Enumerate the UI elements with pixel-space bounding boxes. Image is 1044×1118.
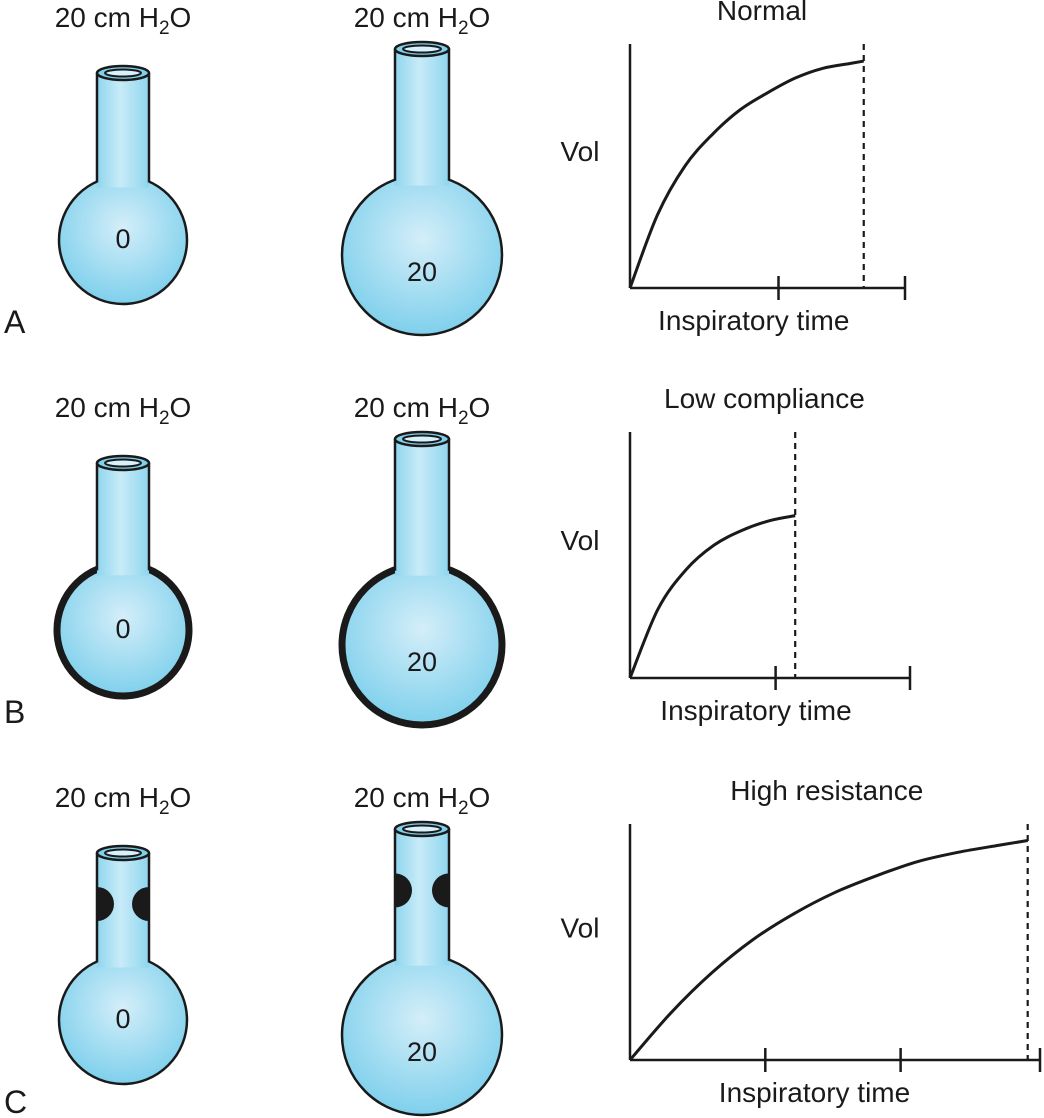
alveolus-before: 0 bbox=[57, 64, 189, 306]
pressure-prefix: 20 cm H bbox=[354, 782, 458, 813]
pressure-prefix: 20 cm H bbox=[354, 2, 458, 33]
pressure-suffix: O bbox=[469, 392, 491, 423]
chart-title: Low compliance bbox=[664, 383, 865, 414]
chart-title: Normal bbox=[717, 0, 807, 26]
volume-curve bbox=[628, 59, 865, 289]
balloon-value: 0 bbox=[115, 614, 130, 644]
balloon-value: 0 bbox=[115, 224, 130, 254]
pressure-label-before: 20 cm H2O bbox=[55, 392, 192, 429]
alveolus-after: 20 bbox=[340, 820, 504, 1117]
chart-title: High resistance bbox=[730, 775, 923, 806]
tube-mouth-inner bbox=[402, 44, 442, 54]
balloon-value: 20 bbox=[407, 647, 437, 677]
pressure-suffix: O bbox=[469, 782, 491, 813]
x-axis-label: Inspiratory time bbox=[660, 695, 851, 726]
pressure-prefix: 20 cm H bbox=[55, 392, 159, 423]
alveolus-before: 0 bbox=[57, 844, 189, 1086]
balloon-bulb bbox=[340, 173, 504, 337]
pressure-suffix: O bbox=[170, 2, 192, 33]
balloon-bulb bbox=[338, 561, 506, 729]
pressure-prefix: 20 cm H bbox=[55, 782, 159, 813]
pressure-subscript: 2 bbox=[159, 408, 170, 429]
balloon-value: 20 bbox=[407, 257, 437, 287]
balloon-bulb bbox=[340, 953, 504, 1117]
panel-letter: C bbox=[4, 1084, 27, 1118]
tube-mouth-inner bbox=[104, 68, 142, 78]
pressure-label-before: 20 cm H2O bbox=[55, 782, 192, 819]
balloon-tube bbox=[395, 439, 449, 576]
pressure-subscript: 2 bbox=[159, 798, 170, 819]
panel-letter: B bbox=[4, 694, 25, 730]
pressure-label-after: 20 cm H2O bbox=[354, 392, 491, 429]
x-axis-label: Inspiratory time bbox=[719, 1077, 910, 1108]
airway-obstruction-right bbox=[432, 873, 449, 908]
volume-curve bbox=[628, 839, 1028, 1061]
alveolus-before: 0 bbox=[53, 454, 193, 700]
balloon-tube bbox=[97, 463, 149, 576]
tube-mouth-inner bbox=[104, 848, 142, 858]
airway-obstruction-right bbox=[132, 887, 149, 922]
y-axis-label: Vol bbox=[561, 912, 600, 943]
pressure-label-before: 20 cm H2O bbox=[55, 2, 192, 39]
alveolus-after: 20 bbox=[340, 40, 504, 337]
balloon-tube bbox=[395, 49, 449, 186]
pressure-prefix: 20 cm H bbox=[55, 2, 159, 33]
pressure-label-after: 20 cm H2O bbox=[354, 2, 491, 39]
pressure-prefix: 20 cm H bbox=[354, 392, 458, 423]
pressure-suffix: O bbox=[170, 392, 192, 423]
pressure-subscript: 2 bbox=[458, 408, 469, 429]
pressure-label-after: 20 cm H2O bbox=[354, 782, 491, 819]
tube-mouth-inner bbox=[104, 458, 142, 468]
airway-obstruction-left bbox=[395, 873, 412, 908]
alveolus-after: 20 bbox=[338, 430, 506, 729]
panel-letter: A bbox=[4, 304, 26, 340]
pressure-suffix: O bbox=[170, 782, 192, 813]
balloon-value: 20 bbox=[407, 1037, 437, 1067]
tube-mouth-inner bbox=[402, 824, 442, 834]
volume-curve bbox=[628, 514, 796, 679]
airway-obstruction-left bbox=[97, 887, 114, 922]
balloon-tube bbox=[97, 73, 149, 188]
x-axis-label: Inspiratory time bbox=[658, 305, 849, 336]
pressure-subscript: 2 bbox=[159, 18, 170, 39]
balloon-value: 0 bbox=[115, 1004, 130, 1034]
tube-mouth-inner bbox=[402, 434, 442, 444]
y-axis-label: Vol bbox=[561, 525, 600, 556]
pressure-subscript: 2 bbox=[458, 18, 469, 39]
y-axis-label: Vol bbox=[561, 136, 600, 167]
pressure-suffix: O bbox=[469, 2, 491, 33]
pressure-subscript: 2 bbox=[458, 798, 469, 819]
